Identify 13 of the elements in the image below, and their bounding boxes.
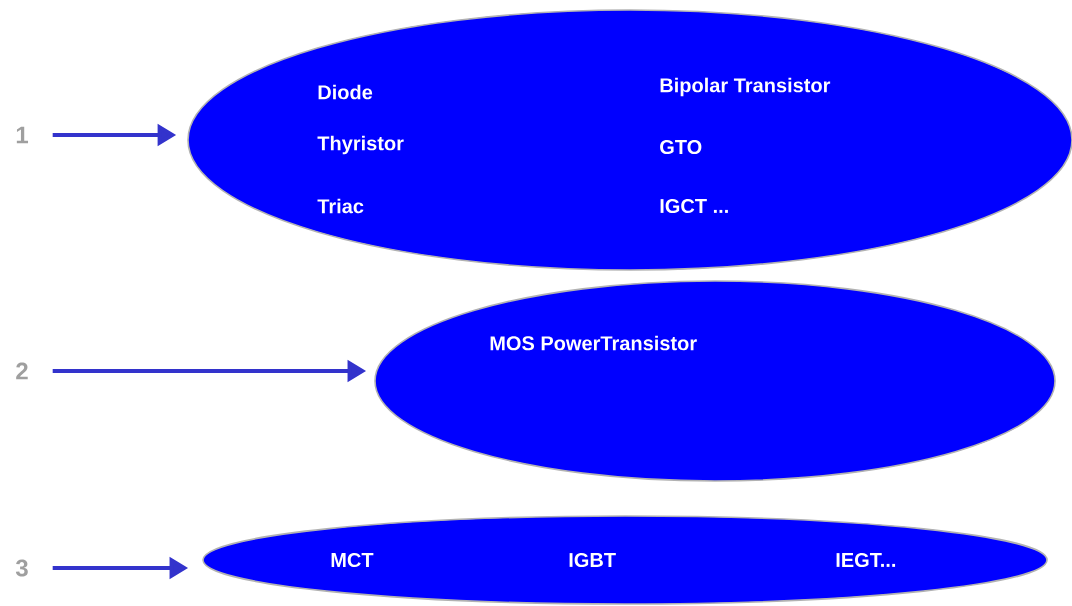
device-label: MOS PowerTransistor <box>490 335 697 351</box>
device-label: Diode <box>318 84 373 100</box>
device-label: IGBT <box>569 552 616 568</box>
device-label: IGCT ... <box>660 198 728 214</box>
device-label: IEGT... <box>836 552 896 568</box>
device-label: Thyristor <box>317 135 404 155</box>
device-label: Triac <box>317 198 364 214</box>
level-number: 2 <box>16 362 28 380</box>
device-label: MCT <box>331 552 374 568</box>
level-number: 3 <box>15 559 28 577</box>
level-number: 1 <box>16 126 29 144</box>
device-label: Bipolar Transistor <box>660 77 831 97</box>
device-label: GTO <box>660 139 702 155</box>
